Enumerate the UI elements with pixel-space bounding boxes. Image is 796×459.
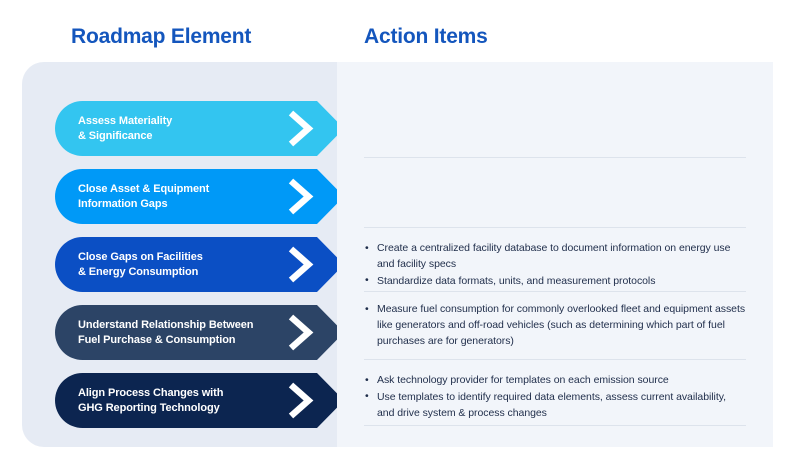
action-group-4: Measure fuel consumption for commonly ov… (364, 302, 746, 351)
action-group-divider-1 (364, 157, 746, 158)
action-item-list: Create a centralized facility database t… (364, 241, 746, 290)
action-group-divider-3 (364, 291, 746, 292)
chevron-right-icon (288, 110, 314, 147)
action-group-3: Create a centralized facility database t… (364, 241, 746, 291)
action-item: Standardize data formats, units, and mea… (364, 273, 746, 290)
action-item-list: Measure fuel consumption for commonly ov… (364, 302, 746, 350)
chevron-right-icon (288, 382, 314, 419)
arrow-shape-icon (55, 101, 345, 156)
arrow-shape-icon (55, 169, 345, 224)
arrow-shape-icon (55, 237, 345, 292)
action-group-divider-4 (364, 359, 746, 360)
action-groups: Create a centralized facility database t… (364, 62, 746, 447)
chevron-right-icon (288, 178, 314, 215)
roadmap-arrow-1[interactable]: Assess Materiality& Significance (55, 101, 358, 156)
roadmap-arrow-3[interactable]: Close Gaps on Facilities& Energy Consump… (55, 237, 358, 292)
column-headings: Roadmap Element Action Items (0, 0, 796, 62)
action-group-divider-5 (364, 425, 746, 426)
action-item: Ask technology provider for templates on… (364, 373, 746, 389)
action-item: Use templates to identify required data … (364, 389, 746, 422)
action-group-divider-2 (364, 227, 746, 228)
action-item: Measure fuel consumption for commonly ov… (364, 302, 746, 350)
arrow-shape-icon (55, 373, 345, 428)
arrow-shape-icon (55, 305, 345, 360)
chevron-right-icon (288, 246, 314, 283)
action-group-5: Ask technology provider for templates on… (364, 373, 746, 423)
action-item: Create a centralized facility database t… (364, 241, 746, 273)
chevron-right-icon (288, 314, 314, 351)
heading-action-items: Action Items (364, 25, 488, 48)
heading-roadmap-element: Roadmap Element (71, 25, 252, 48)
action-item-list: Ask technology provider for templates on… (364, 373, 746, 422)
action-items-panel: Create a centralized facility database t… (337, 62, 773, 447)
